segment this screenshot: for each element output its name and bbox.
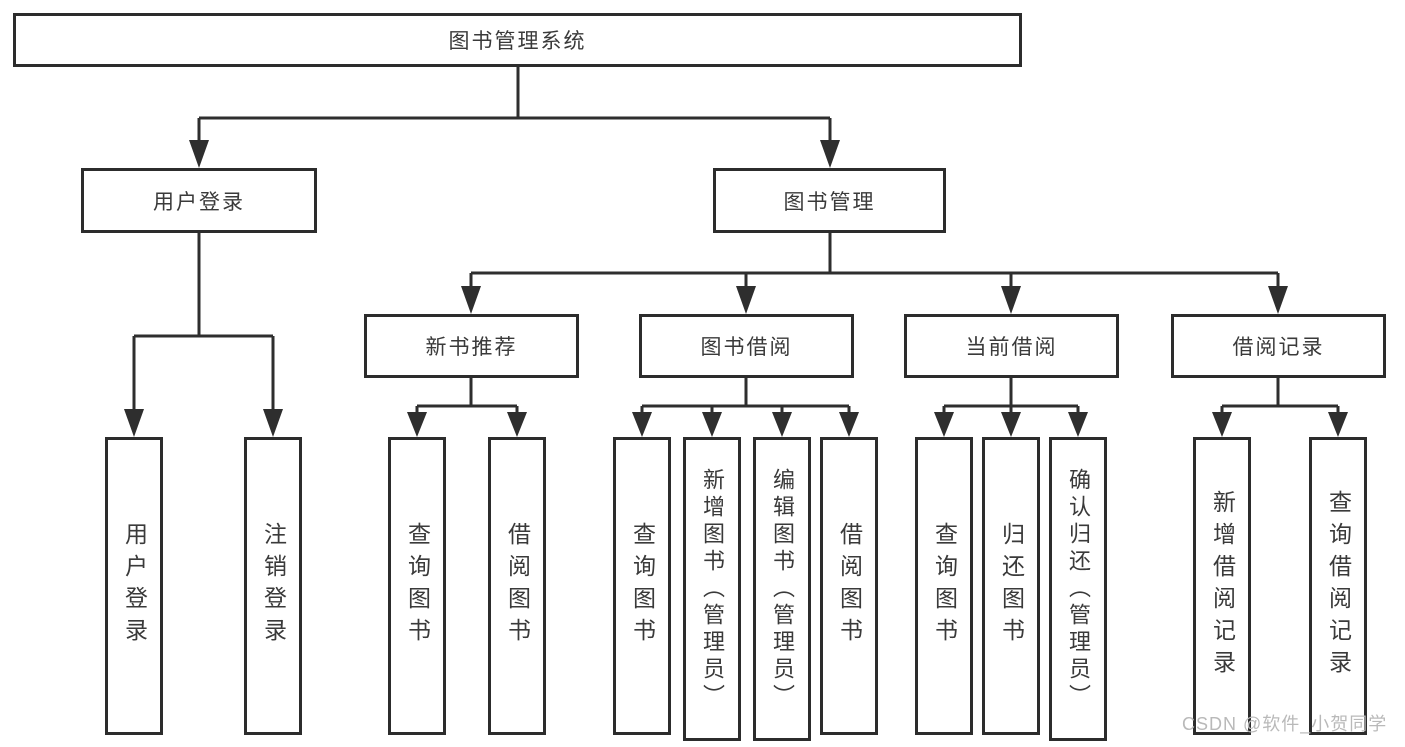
arrowhead-down-icon — [820, 140, 840, 168]
connector-user-login-branch — [132, 233, 275, 410]
connector-new-books-branch — [415, 378, 519, 413]
connector-book-mgmt-branch — [469, 233, 1280, 287]
connector-root-to-level2 — [197, 67, 832, 141]
arrowhead-down-icon — [839, 412, 859, 437]
arrowhead-down-icon — [124, 409, 144, 437]
node-leaf-logout: 注销登录 — [244, 437, 302, 735]
node-leaf-query-books: 查询图书 — [613, 437, 671, 735]
arrowhead-down-icon — [1068, 412, 1088, 437]
arrowhead-down-icon — [1212, 412, 1232, 437]
arrowhead-down-icon — [1001, 412, 1021, 437]
arrowhead-down-icon — [507, 412, 527, 437]
arrowhead-down-icon — [702, 412, 722, 437]
node-leaf-add-borrow-record: 新增借阅记录 — [1193, 437, 1251, 735]
arrowhead-down-icon — [772, 412, 792, 437]
node-current-borrowing: 当前借阅 — [904, 314, 1119, 378]
csdn-watermark: CSDN @软件_小贺同学 — [1182, 714, 1388, 734]
connector-current-borrow-branch — [942, 378, 1080, 413]
connector-borrow-records-branch — [1220, 378, 1340, 413]
arrowhead-down-icon — [1001, 286, 1021, 314]
node-leaf-query-borrow-record: 查询借阅记录 — [1309, 437, 1367, 735]
node-leaf-add-books-admin: 新增图书（管理员） — [683, 437, 741, 741]
node-book-management-module: 图书管理 — [713, 168, 946, 233]
node-leaf-borrow-books: 借阅图书 — [820, 437, 878, 735]
arrowhead-down-icon — [189, 140, 209, 168]
connector-book-borrow-branch — [640, 378, 851, 413]
arrowhead-down-icon — [263, 409, 283, 437]
node-book-borrowing: 图书借阅 — [639, 314, 854, 378]
node-borrowing-records: 借阅记录 — [1171, 314, 1386, 378]
arrowhead-down-icon — [1328, 412, 1348, 437]
node-user-login-module: 用户登录 — [81, 168, 317, 233]
arrowhead-down-icon — [461, 286, 481, 314]
arrowhead-down-icon — [1268, 286, 1288, 314]
arrowhead-down-icon — [632, 412, 652, 437]
arrowhead-down-icon — [407, 412, 427, 437]
node-leaf-query-books: 查询图书 — [915, 437, 973, 735]
node-new-book-recommend: 新书推荐 — [364, 314, 579, 378]
node-leaf-borrow-books: 借阅图书 — [488, 437, 546, 735]
node-leaf-edit-books-admin: 编辑图书（管理员） — [753, 437, 811, 741]
node-leaf-query-books: 查询图书 — [388, 437, 446, 735]
node-library-management-system: 图书管理系统 — [13, 13, 1022, 67]
arrowhead-down-icon — [934, 412, 954, 437]
node-leaf-user-login: 用户登录 — [105, 437, 163, 735]
node-leaf-confirm-return-admin: 确认归还（管理员） — [1049, 437, 1107, 741]
arrowhead-down-icon — [736, 286, 756, 314]
node-leaf-return-books: 归还图书 — [982, 437, 1040, 735]
